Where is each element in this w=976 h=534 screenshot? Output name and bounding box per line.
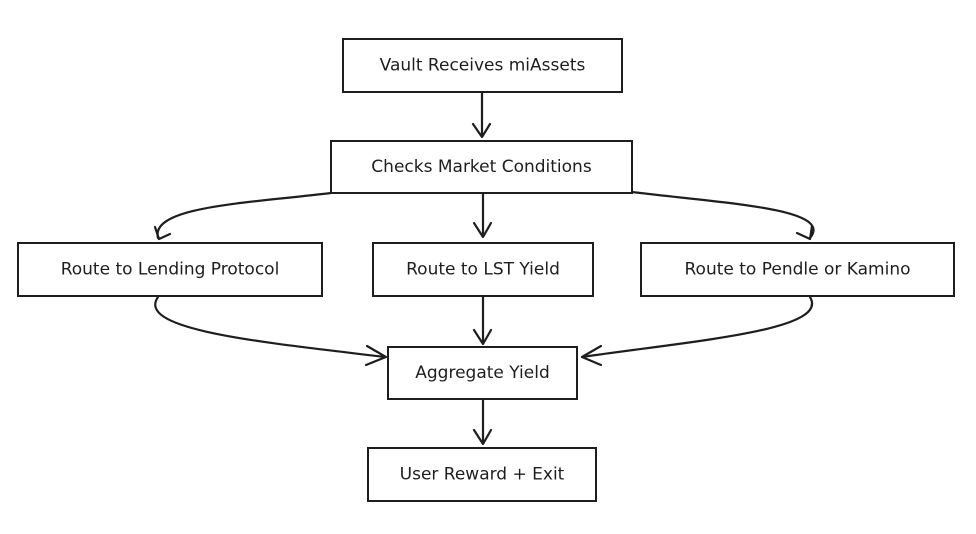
- node-checks: Checks Market Conditions: [330, 140, 633, 194]
- node-pendle-label: Route to Pendle or Kamino: [685, 260, 911, 280]
- arrowhead-pendle-to-aggregate: [580, 344, 603, 367]
- node-lst-label: Route to LST Yield: [406, 260, 560, 280]
- node-pendle: Route to Pendle or Kamino: [640, 242, 955, 297]
- arrowhead-checks-to-lending: [153, 225, 172, 241]
- node-checks-box: [330, 140, 633, 194]
- node-checks-label: Checks Market Conditions: [371, 157, 592, 177]
- node-vault: Vault Receives miAssets: [342, 38, 623, 93]
- edges: [153, 90, 815, 446]
- edge-checks-to-pendle: [630, 190, 815, 240]
- node-lending-label: Route to Lending Protocol: [61, 260, 280, 280]
- node-reward-box: [367, 447, 597, 502]
- node-reward: User Reward + Exit: [367, 447, 597, 502]
- node-lending-box: [17, 242, 323, 297]
- edge-checks-to-lending: [156, 191, 333, 240]
- arrowhead-aggregate-to-reward: [472, 428, 493, 446]
- edge-lending-to-aggregate: [154, 295, 387, 359]
- node-reward-label: User Reward + Exit: [400, 465, 565, 485]
- node-aggregate-label: Aggregate Yield: [415, 363, 550, 383]
- node-aggregate-box: [387, 346, 578, 400]
- edge-pendle-to-aggregate: [580, 295, 814, 359]
- node-pendle-box: [640, 242, 955, 297]
- node-lst: Route to LST Yield: [372, 242, 594, 297]
- node-vault-box: [342, 38, 623, 93]
- node-lending: Route to Lending Protocol: [17, 242, 323, 297]
- arrowhead-checks-to-lst: [472, 221, 493, 239]
- arrowhead-checks-to-pendle: [795, 224, 814, 241]
- arrowhead-lst-to-aggregate: [472, 328, 493, 346]
- node-vault-label: Vault Receives miAssets: [380, 56, 586, 76]
- arrowhead-lending-to-aggregate: [364, 344, 388, 367]
- arrowhead-vault-to-checks: [471, 122, 492, 139]
- node-lst-box: [372, 242, 594, 297]
- node-aggregate: Aggregate Yield: [387, 346, 578, 400]
